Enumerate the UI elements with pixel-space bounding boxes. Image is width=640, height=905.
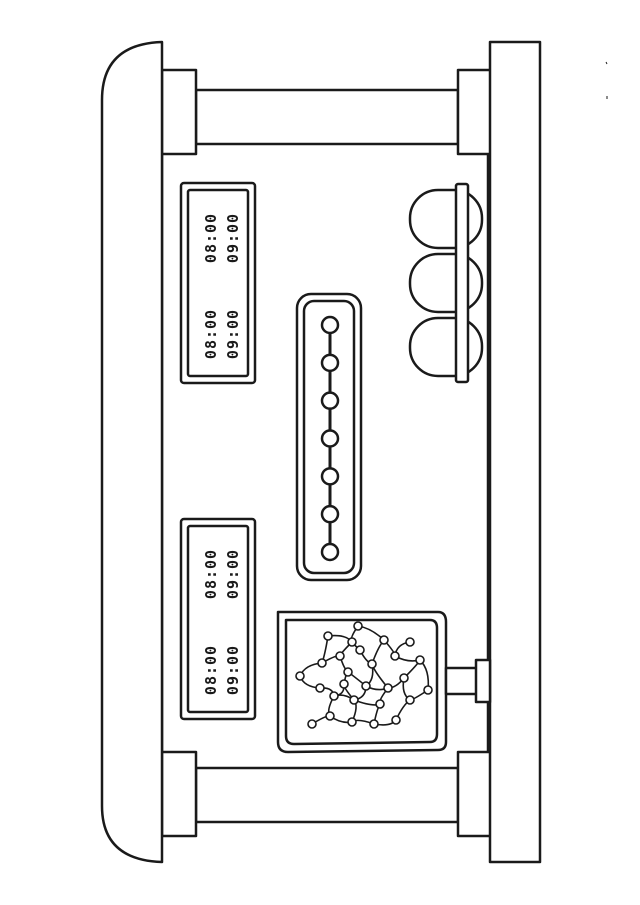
- bottom-left-connector: [160, 750, 198, 838]
- timetable-board-1: [179, 181, 257, 385]
- network-node: [315, 683, 325, 693]
- network-node: [323, 631, 333, 641]
- network-map-bracket: [474, 658, 492, 704]
- network-node: [347, 717, 357, 727]
- left-pillar: [100, 40, 164, 864]
- route-stop-3: [320, 391, 340, 410]
- network-node: [343, 667, 353, 677]
- traffic-light-lamp-3: [408, 316, 484, 378]
- traffic-light-lamp-1: [408, 188, 484, 250]
- network-node: [307, 719, 317, 729]
- network-node: [355, 645, 365, 655]
- network-node: [405, 637, 415, 647]
- route-stops: [320, 315, 340, 562]
- traffic-light-icon: [408, 182, 484, 384]
- top-beam: [194, 88, 460, 146]
- bottom-right-connector: [456, 750, 494, 838]
- network-map-icon: [295, 621, 433, 729]
- network-node: [379, 635, 389, 645]
- network-node: [339, 679, 349, 689]
- network-node: [335, 651, 345, 661]
- right-pillar: [488, 40, 542, 864]
- network-node: [415, 655, 425, 665]
- network-node: [369, 719, 379, 729]
- timetable-1-row2-col1: 08:00: [202, 309, 220, 359]
- network-node: [329, 691, 339, 701]
- timetable-1-text: 08:00 09:00 08:00 09:00: [202, 213, 242, 359]
- route-stop-7: [320, 542, 340, 562]
- corner-mark-1: [605, 61, 608, 65]
- network-node: [423, 685, 433, 695]
- traffic-light-lamp-2: [408, 252, 484, 314]
- top-right-connector: [456, 68, 494, 156]
- network-node: [375, 699, 385, 709]
- timetable-1-row2-col2: 09:00: [224, 309, 242, 359]
- route-stop-5: [320, 467, 340, 486]
- network-node: [361, 681, 371, 691]
- timetable-1-row1-col2: 09:00: [224, 213, 242, 263]
- network-node: [347, 637, 357, 647]
- network-node: [317, 658, 327, 668]
- top-left-connector: [160, 68, 198, 156]
- network-node: [295, 671, 305, 681]
- network-node: [399, 673, 409, 683]
- bottom-beam: [194, 766, 460, 824]
- route-stop-1: [320, 315, 340, 335]
- network-node: [367, 659, 377, 669]
- timetable-2-text: 08:00 09:00 08:00 09:00: [202, 549, 242, 695]
- network-node: [405, 695, 415, 705]
- route-stop-2: [320, 353, 340, 373]
- timetable-2-row2-col1: 08:00: [202, 645, 220, 695]
- timetable-board-2: [179, 517, 257, 721]
- route-stop-6: [320, 504, 340, 524]
- network-map-arm: [444, 666, 482, 696]
- timetable-2-row1-col2: 09:00: [224, 549, 242, 599]
- timetable-2-row1-col1: 08:00: [202, 549, 220, 599]
- network-node: [391, 715, 401, 725]
- network-node: [349, 695, 359, 705]
- network-node: [325, 711, 335, 721]
- route-stop-4: [320, 429, 340, 448]
- timetable-1-row1-col1: 08:00: [202, 213, 220, 263]
- timetable-2-row2-col2: 09:00: [224, 645, 242, 695]
- traffic-light-housing: [454, 182, 470, 384]
- network-node: [353, 621, 363, 631]
- network-node: [383, 683, 393, 693]
- network-node: [390, 651, 400, 661]
